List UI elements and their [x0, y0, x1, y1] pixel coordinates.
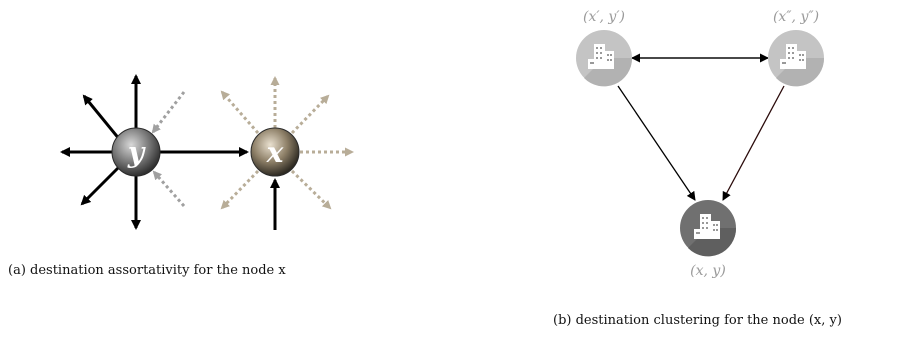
node-top-right [768, 30, 825, 87]
edge-left-to-bottom [617, 85, 696, 201]
node-x-label: x [266, 136, 284, 169]
x-out-dashed-arrow-downright [290, 169, 332, 210]
node-y-label: y [127, 136, 146, 169]
caption-a: (a) destination assortativity for the no… [8, 263, 286, 278]
y-out-arrow-downleft [80, 164, 122, 206]
node-x [250, 127, 300, 177]
node-top-right-label: (x″, y″) [773, 9, 819, 25]
node-bottom-label: (x, y) [690, 263, 726, 279]
y-in-dashed-arrow-topright [151, 91, 186, 134]
figure-b-clustering: (x′, y′) (x″, y″) (x, y) [576, 9, 825, 279]
figure-a-assortativity: y x [60, 74, 354, 230]
edge-right-to-bottom [722, 85, 785, 201]
node-bottom [680, 200, 737, 257]
y-in-dashed-arrow-bottomright [152, 170, 186, 207]
caption-b: (b) destination clustering for the node … [553, 313, 842, 328]
x-out-dashed-arrow-downleft [220, 169, 260, 210]
node-top-left-label: (x′, y′) [583, 9, 625, 25]
y-out-arrow-upleft [82, 94, 122, 141]
x-out-dashed-arrow-upright [290, 94, 330, 135]
node-top-left [576, 30, 633, 87]
x-out-dashed-arrow-upleft [220, 90, 260, 134]
node-y [111, 127, 161, 177]
